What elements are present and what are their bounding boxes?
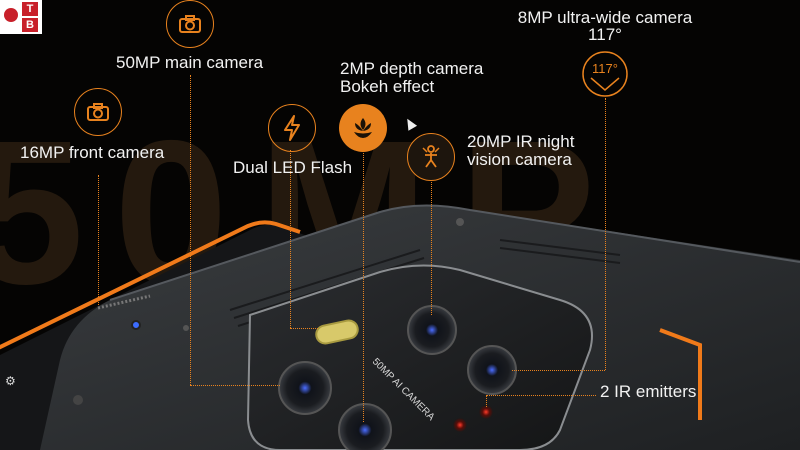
leader-front-camera <box>98 175 99 305</box>
ultrawide-icon-text: 117° <box>592 61 618 76</box>
ultrawide-icon: 117° <box>579 50 631 98</box>
night-camera-label-line1: 20MP IR night <box>467 132 575 151</box>
channel-logo: T B <box>0 0 42 34</box>
main-camera-icon <box>166 0 214 48</box>
leader-ir-v <box>486 395 487 407</box>
leader-main-camera-h <box>190 385 280 386</box>
bokeh-flower-icon <box>339 104 387 152</box>
leader-depth <box>363 150 364 422</box>
leader-flash-h <box>290 328 318 329</box>
ir-emitters-label: 2 IR emitters <box>600 382 697 401</box>
night-vision-icon <box>407 133 455 181</box>
flash-icon <box>268 104 316 152</box>
main-lens-2 <box>338 403 392 450</box>
dual-led-flash <box>315 319 359 345</box>
ultrawide-label-line2: 117° <box>588 25 622 44</box>
main-lens-1 <box>278 361 332 415</box>
leader-flash <box>290 150 291 328</box>
svg-text:⚙: ⚙ <box>5 374 16 388</box>
leader-night <box>431 180 432 315</box>
ir-emitter-1 <box>453 418 467 432</box>
leader-ultrawide <box>605 98 606 370</box>
depth-camera-label-line1: 2MP depth camera <box>340 59 484 78</box>
depth-lens <box>407 305 457 355</box>
front-camera-label: 16MP front camera <box>20 143 165 162</box>
flash-label: Dual LED Flash <box>233 158 353 177</box>
camera-module <box>246 264 593 450</box>
main-camera-label: 50MP main camera <box>116 53 264 72</box>
leader-ultrawide-h <box>512 370 605 371</box>
rear-phone-top-edge <box>109 204 800 301</box>
ir-emitter-2 <box>479 405 493 419</box>
logo-letter-t: T <box>22 2 38 16</box>
night-camera-label-line2: vision camera <box>467 150 572 169</box>
ultrawide-lens <box>467 345 517 395</box>
front-camera-icon <box>74 88 122 136</box>
logo-eye-icon <box>4 8 18 22</box>
front-phone-orange-trim <box>0 220 301 350</box>
leader-ir-h <box>486 395 596 396</box>
depth-camera-label-line2: Bokeh effect <box>340 77 435 96</box>
logo-letter-b: B <box>22 18 38 32</box>
leader-main-camera <box>190 75 191 385</box>
ultrawide-label-line1: 8MP ultra-wide camera <box>517 8 693 27</box>
front-camera-lens <box>131 320 141 330</box>
